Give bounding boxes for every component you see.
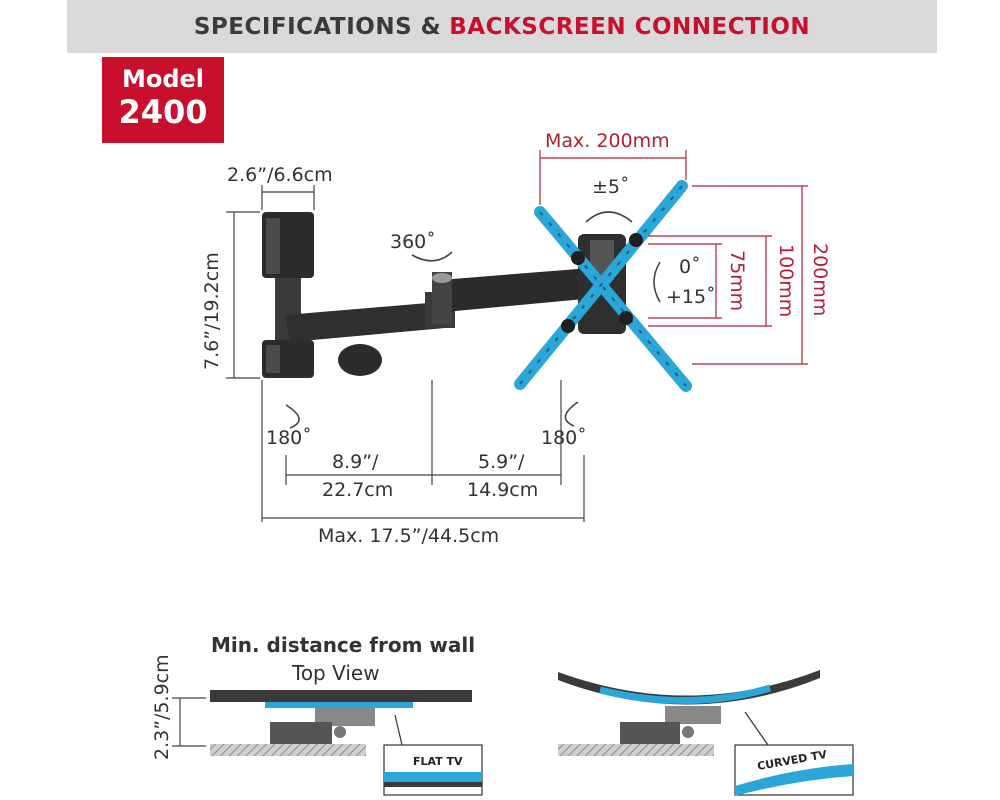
flat-tv-label: FLAT TV	[413, 755, 463, 768]
curved-tv-top-view: CURVED TV	[558, 670, 854, 796]
vesa-max-label: Max. 200mm	[545, 130, 670, 152]
arm-rotation-label: 360˚	[390, 231, 436, 253]
plate-height-label: 7.6”/19.2cm	[201, 252, 223, 370]
tilt-top-label: 0˚	[679, 256, 701, 278]
wall-plate	[262, 212, 314, 378]
header-title-red: BACKSCREEN CONNECTION	[449, 13, 811, 40]
vesa-75-label: 75mm	[726, 250, 748, 311]
min-distance-title: Min. distance from wall	[211, 633, 475, 657]
model-badge: Model 2400	[102, 57, 224, 143]
flat-tv-top-view: FLAT TV	[210, 690, 483, 796]
rotation-arrow-icon	[411, 251, 453, 262]
header-title-dark: SPECIFICATIONS &	[193, 13, 442, 40]
vesa-100-label: 100mm	[775, 244, 797, 317]
tv-bracket	[514, 180, 692, 392]
max-extension-label: Max. 17.5”/44.5cm	[318, 525, 499, 547]
swivel-tv-label: 180˚	[541, 427, 587, 449]
dim-wall-distance	[172, 697, 206, 747]
page-header: SPECIFICATIONS & BACKSCREEN CONNECTION	[67, 0, 937, 53]
vesa-200-label: 200mm	[809, 243, 831, 316]
arm2-line1: 5.9”/	[478, 451, 525, 473]
tv-rotation-arrow-icon	[585, 211, 633, 223]
distance-label: 2.3”/5.9cm	[151, 654, 173, 760]
dim-plate-height: 7.6”/19.2cm	[201, 211, 260, 379]
dim-plate-width: 2.6”/6.6cm	[227, 164, 333, 210]
arm1-line1: 8.9”/	[332, 451, 379, 473]
arm2-line2: 14.9cm	[467, 479, 538, 501]
swivel-wall-label: 180˚	[266, 427, 312, 449]
arm-segment-2	[432, 268, 595, 324]
tilt-bottom-label: +15˚	[666, 286, 716, 308]
swivel-tv-arrow-icon	[564, 401, 579, 427]
swivel-wall-arrow-icon	[285, 404, 300, 429]
top-view-subtitle: Top View	[291, 661, 380, 685]
dim-arm-lengths	[261, 380, 585, 522]
arm1-line2: 22.7cm	[322, 479, 393, 501]
tilt-arrow-icon	[653, 261, 661, 303]
model-number: 2400	[118, 93, 208, 131]
dim-vesa-max	[539, 150, 687, 205]
plate-width-label: 2.6”/6.6cm	[227, 164, 333, 186]
dim-vesa-vertical	[648, 185, 808, 365]
tv-rotation-label: ±5˚	[592, 176, 630, 198]
model-label: Model	[121, 65, 205, 93]
